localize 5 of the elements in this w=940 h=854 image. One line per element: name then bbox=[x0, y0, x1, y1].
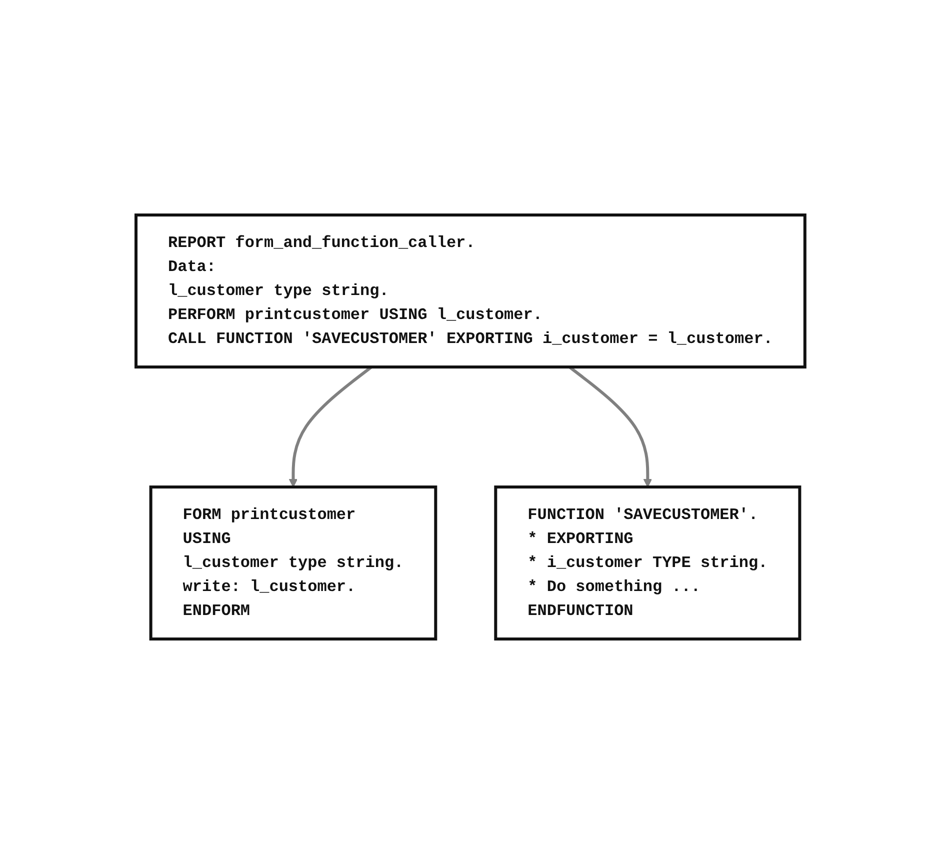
node-box: FUNCTION 'SAVECUSTOMER'. * EXPORTING * i_customer TYPE string. * Do something ... ENDFUNCTION bbox=[494, 486, 801, 640]
node-box: REPORT form_and_function_caller. Data: l_customer type string. PERFORM printcustomer USING l_customer. CALL FUNCTION 'SAVECUSTOMER' EXPORTING i_customer = l_customer. bbox=[134, 214, 806, 368]
arrow bbox=[568, 366, 652, 488]
arrow bbox=[288, 366, 372, 488]
node-box: FORM printcustomer USING l_customer type string. write: l_customer. ENDFORM bbox=[148, 486, 437, 640]
